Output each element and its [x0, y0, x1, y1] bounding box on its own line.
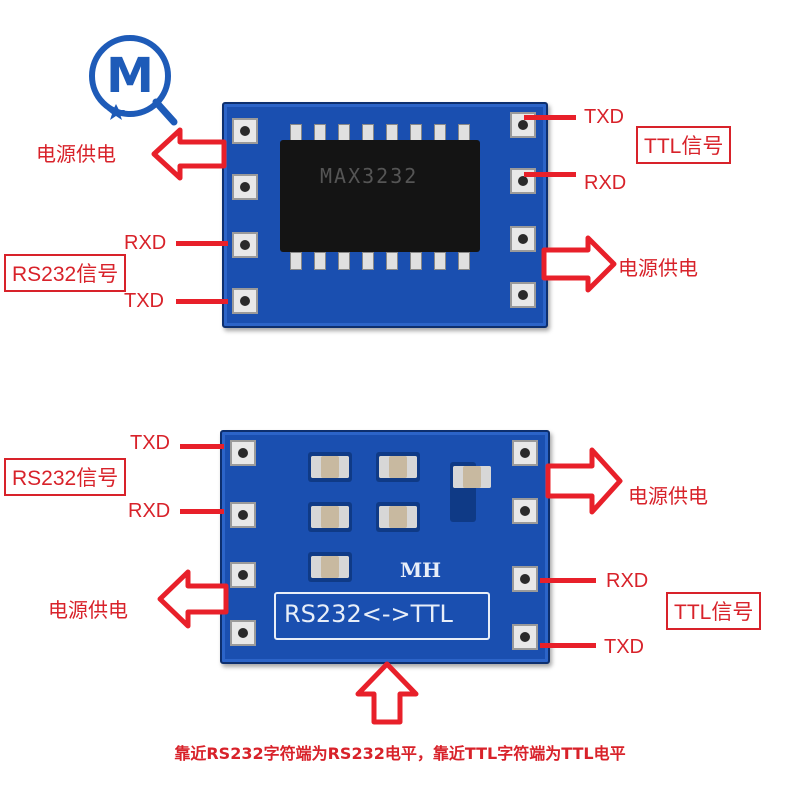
- bottom-ttl-txd-label: TXD: [604, 636, 644, 658]
- top-txd-right-line: [524, 115, 576, 120]
- pad-power-left-1: [232, 118, 258, 144]
- bottom-power-left-label: 电源供电: [48, 600, 128, 622]
- capacitor: [308, 552, 352, 582]
- silk-brand: MH: [400, 558, 442, 582]
- bottom-rs232-signal-box: RS232信号: [4, 458, 127, 496]
- top-rxd-right-line: [524, 172, 576, 177]
- max3232-chip: MAX3232: [280, 140, 480, 252]
- top-rxd-left-line: [176, 241, 228, 246]
- top-ttl-signal-box: TTL信号: [636, 126, 732, 164]
- pad-rs232-txd: [232, 288, 258, 314]
- logo-letter: M: [106, 48, 154, 104]
- top-power-left-label: 电源供电: [36, 144, 116, 166]
- top-rs232-signal-box: RS232信号: [4, 254, 127, 292]
- pad-power-left-b2: [230, 620, 256, 646]
- bottom-txd-right-line: [540, 643, 596, 648]
- pad-power-left-2: [232, 174, 258, 200]
- capacitor-vertical: [450, 462, 491, 522]
- bottom-pcb-board: MH RS232<->TTL: [220, 430, 550, 664]
- arrow-left-icon: [151, 127, 227, 181]
- top-rs232-rxd-label: RXD: [124, 232, 167, 254]
- top-ttl-txd-label: TXD: [584, 106, 624, 128]
- top-power-right-label: 电源供电: [618, 258, 698, 280]
- bottom-rxd-right-line: [540, 578, 596, 583]
- top-pcb-board: MAX3232: [222, 102, 548, 328]
- pad-rs232-txd-b: [230, 440, 256, 466]
- capacitor: [308, 502, 352, 532]
- pad-ttl-txd-b: [512, 624, 538, 650]
- top-ttl-rxd-label: RXD: [584, 172, 627, 194]
- capacitor: [376, 452, 420, 482]
- brand-logo: M: [89, 35, 178, 126]
- pad-power-left-b1: [230, 562, 256, 588]
- bottom-ttl-signal-box: TTL信号: [666, 592, 762, 630]
- arrow-left-icon: [157, 569, 229, 629]
- arrow-right-icon: [541, 235, 617, 293]
- chip-marking: MAX3232: [320, 164, 419, 188]
- pad-power-right-2: [510, 282, 536, 308]
- pad-power-right-b1: [512, 440, 538, 466]
- capacitor: [376, 502, 420, 532]
- bottom-rxd-left-line: [180, 509, 224, 514]
- bottom-rs232-rxd-label: RXD: [128, 500, 171, 522]
- top-rs232-txd-label: TXD: [124, 290, 164, 312]
- silk-rs232-ttl-frame: RS232<->TTL: [274, 592, 490, 640]
- pad-rs232-rxd-b: [230, 502, 256, 528]
- arrow-right-icon: [545, 447, 623, 515]
- bottom-rs232-txd-label: TXD: [130, 432, 170, 454]
- bottom-ttl-rxd-label: RXD: [606, 570, 649, 592]
- top-txd-left-line: [176, 299, 228, 304]
- bottom-power-right-label: 电源供电: [628, 486, 708, 508]
- bottom-txd-left-line: [180, 444, 224, 449]
- footer-note: 靠近RS232字符端为RS232电平，靠近TTL字符端为TTL电平: [174, 744, 626, 763]
- arrow-up-icon: [355, 661, 419, 725]
- pad-power-right-1: [510, 226, 536, 252]
- silk-rs232-ttl-text: RS232<->TTL: [284, 600, 453, 628]
- pad-rs232-rxd: [232, 232, 258, 258]
- pad-power-right-b2: [512, 498, 538, 524]
- capacitor: [308, 452, 352, 482]
- pad-ttl-rxd-b: [512, 566, 538, 592]
